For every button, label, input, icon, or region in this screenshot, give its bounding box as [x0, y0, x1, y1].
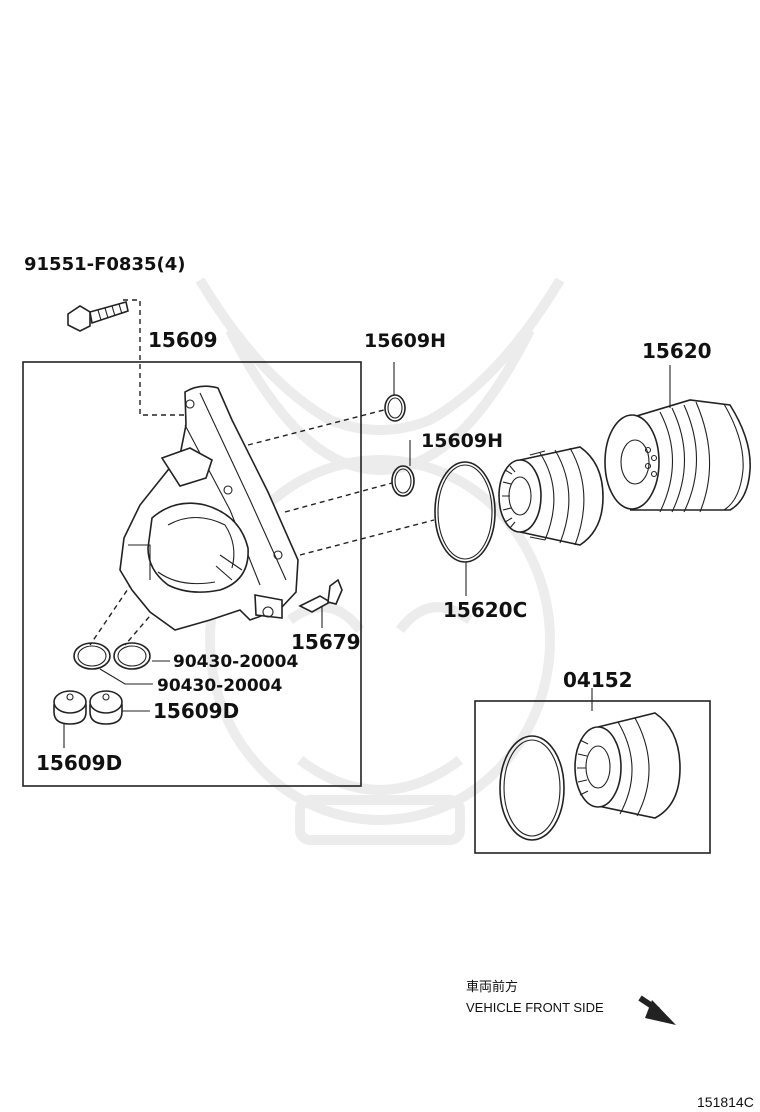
- label-plug-right: 15609D: [153, 699, 239, 723]
- filter-element-icon: [498, 446, 604, 546]
- label-oring-lower: 15609H: [421, 430, 503, 452]
- washer-2-inner-icon: [117, 645, 147, 667]
- label-washer-2: 90430-20004: [157, 676, 283, 696]
- housing-group-frame: [22, 361, 362, 787]
- label-oring-upper: 15609H: [364, 330, 446, 352]
- housing-icon: [119, 385, 299, 631]
- washer-1-icon: [73, 642, 111, 670]
- label-washer-1: 90430-20004: [173, 652, 299, 672]
- label-plug-left: 15609D: [36, 751, 122, 775]
- plug-left-icon: [53, 690, 87, 725]
- direction-japanese: 車両前方: [466, 979, 518, 994]
- direction-english: VEHICLE FRONT SIDE: [466, 1000, 604, 1015]
- label-sensor: 15679: [291, 630, 361, 654]
- washer-1-inner-icon: [77, 645, 107, 667]
- label-element: 04152: [563, 668, 633, 692]
- gasket-icon: [434, 461, 496, 563]
- washer-2-icon: [113, 642, 151, 670]
- gasket-inner-icon: [437, 464, 493, 560]
- watermark-emblem: [195, 277, 565, 845]
- callout-lines: [63, 362, 671, 748]
- oring-lower-inner-icon: [394, 468, 412, 494]
- oring-lower-icon: [391, 465, 415, 497]
- label-housing: 15609: [148, 328, 218, 352]
- label-bolt: 91551-F0835(4): [24, 254, 185, 275]
- arrow-down-right-icon: [638, 995, 676, 1025]
- element-kit-icon: [499, 712, 681, 841]
- bolt-icon: [67, 301, 129, 332]
- oring-upper-inner-icon: [387, 397, 403, 419]
- filter-cap-icon: [604, 399, 751, 513]
- label-gasket: 15620C: [443, 598, 527, 622]
- diagram-code: 151814C: [697, 1094, 754, 1110]
- sensor-icon: [298, 578, 343, 613]
- oring-upper-icon: [384, 394, 406, 422]
- label-cap: 15620: [642, 339, 712, 363]
- plug-right-icon: [89, 690, 123, 725]
